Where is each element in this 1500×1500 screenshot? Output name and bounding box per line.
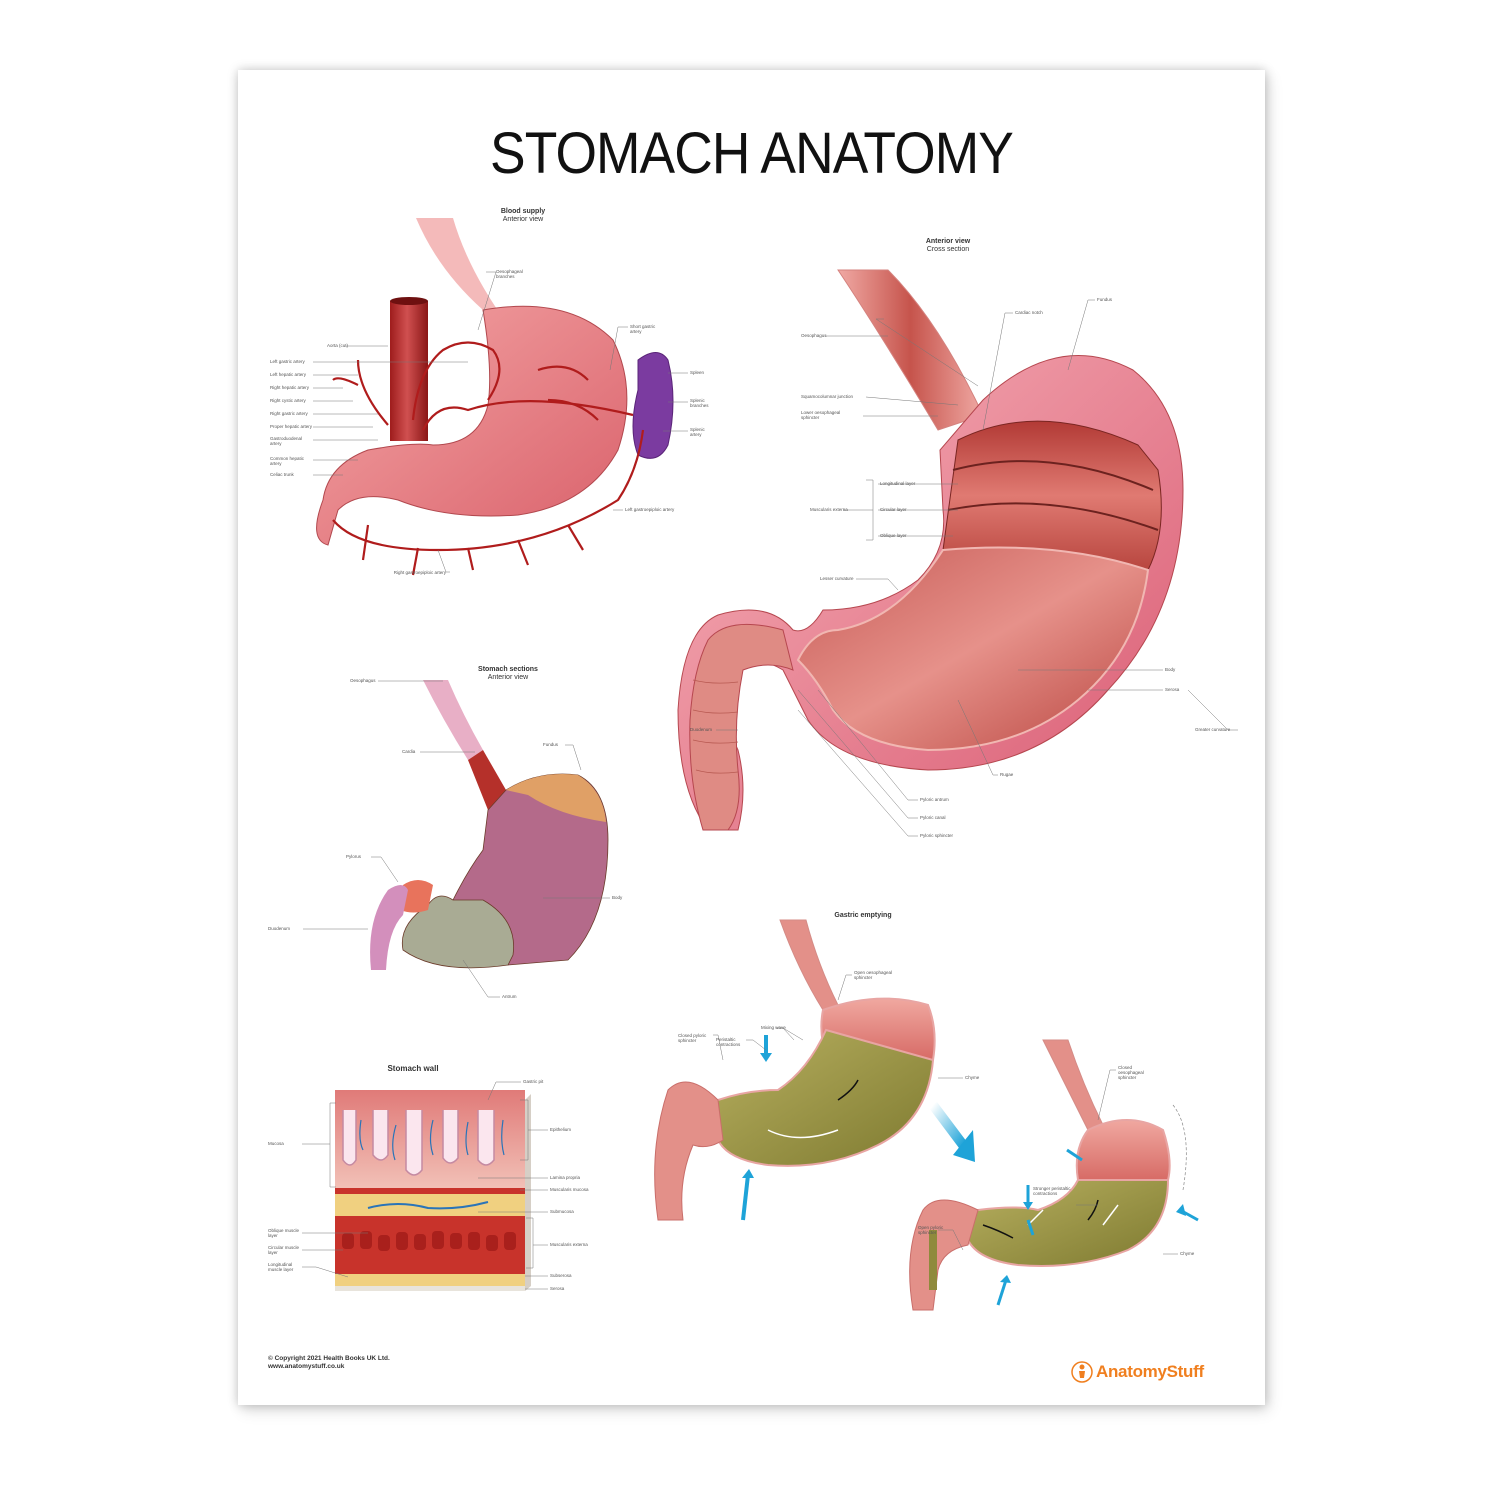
label-mixing-wave: Mixing wave (761, 1025, 786, 1030)
website-link[interactable]: www.anatomystuff.co.uk (268, 1363, 345, 1370)
brand-name: AnatomyStuff (1096, 1362, 1204, 1381)
label-open-oesophageal-sphincter: Open oesophageal sphincter (854, 970, 893, 980)
label-splenic-branches: Splenic branches (690, 398, 709, 408)
label-chyme-second: Chyme (1180, 1251, 1195, 1256)
label-cardiac-notch: Cardiac notch (1015, 310, 1043, 315)
label-fundus: Fundus (1097, 297, 1113, 302)
label-muscularis-mucosa: Muscularis mucosa (550, 1187, 589, 1192)
brand-logo: AnatomyStuff (1071, 1361, 1204, 1383)
label-wall-serosa: Serosa (550, 1286, 565, 1291)
label-splenic-artery: Splenic artery (690, 427, 705, 437)
label-sections-oesophagus: Oesophagus (350, 678, 376, 683)
stomach-wall-title: Stomach wall (387, 1064, 439, 1073)
poster-title: STOMACH ANATOMY (490, 121, 1014, 186)
label-rugae: Rugae (1000, 772, 1014, 777)
label-serosa: Serosa (1165, 687, 1180, 692)
label-mucosa: Mucosa (268, 1141, 284, 1146)
label-oblique-muscle-layer: Oblique muscle layer (268, 1228, 300, 1238)
label-sections-body: Body (612, 895, 623, 900)
label-wall-muscularis-externa: Muscularis externa (550, 1242, 588, 1247)
label-sections-antrum: Antrum (502, 994, 517, 999)
anatomy-figure-icon (1071, 1361, 1093, 1383)
label-lower-oesophageal-sphincter: Lower oesophageal sphincter (801, 410, 841, 420)
label-open-pyloric-sphincter: Open pyloric sphincter (918, 1225, 944, 1235)
gastric-emptying-illustration (654, 919, 1199, 1311)
cross-section-illustration (677, 269, 1238, 837)
label-greater-curvature: Greater curvature (1195, 727, 1231, 732)
label-closed-oesophageal-sphincter: Closed oesophageal sphincter (1118, 1065, 1144, 1080)
copyright-text: © Copyright 2021 Health Books UK Ltd. (268, 1355, 390, 1362)
label-oblique-layer: Oblique layer (880, 533, 907, 538)
label-muscularis-externa: Muscularis externa (810, 507, 848, 512)
label-lesser-curvature: Lesser curvature (820, 576, 854, 581)
label-body: Body (1165, 667, 1176, 672)
label-celiac-trunk: Celiac trunk (270, 472, 294, 477)
label-right-cystic-artery: Right cystic artery (270, 398, 306, 403)
label-spleen: Spleen (690, 370, 705, 375)
label-pyloric-sphincter: Pyloric sphincter (920, 833, 954, 838)
label-gastroduodenal-artery: Gastroduodenal artery (270, 436, 303, 446)
label-left-hepatic-artery: Left hepatic artery (270, 372, 307, 377)
label-submucosa: Submucosa (550, 1209, 574, 1214)
label-closed-pyloric-sphincter: Closed pyloric sphincter (678, 1033, 707, 1043)
label-oesophageal-branches: Oesophageal branches (496, 269, 523, 279)
gastric-emptying-title: Gastric emptying (834, 912, 892, 919)
footer: © Copyright 2021 Health Books UK Ltd. ww… (268, 1355, 390, 1371)
label-left-gastric-artery: Left gastric artery (270, 359, 305, 364)
label-right-hepatic-artery: Right hepatic artery (270, 385, 310, 390)
label-longitudinal-layer: Longitudinal layer (880, 481, 916, 486)
label-pyloric-antrum: Pyloric antrum (920, 797, 949, 802)
stomach-sections-illustration (303, 680, 610, 998)
label-longitudinal-muscle-layer: Longitudinal muscle layer (268, 1262, 294, 1272)
label-chyme-first: Chyme (965, 1075, 980, 1080)
label-sections-duodenum: Duodenum (268, 926, 291, 931)
label-duodenum: Duodenum (690, 727, 713, 732)
label-oesophagus: Oesophagus (801, 333, 827, 338)
label-sections-fundus: Fundus (543, 742, 559, 747)
label-short-gastric-artery: Short gastric artery (630, 324, 656, 334)
label-sections-cardia: Cardia (402, 749, 416, 754)
label-gastric-pit: Gastric pit (523, 1079, 544, 1084)
label-lamina-propria: Lamina propria (550, 1175, 581, 1180)
stomach-wall-illustration (302, 1081, 548, 1291)
label-left-gastroepiploic-artery: Left gastroepiploic artery (625, 507, 675, 512)
label-proper-hepatic-artery: Proper hepatic artery (270, 424, 313, 429)
label-peristaltic-contractions: Peristaltic contractions (716, 1037, 741, 1047)
label-aorta: Aorta (cut) (326, 343, 348, 348)
label-circular-layer: Circular layer (880, 507, 907, 512)
label-right-gastric-artery: Right gastric artery (270, 411, 308, 416)
blood-supply-illustration (313, 218, 688, 576)
label-common-hepatic-artery: Common hepatic artery (270, 456, 305, 466)
label-subserosa: Subserosa (550, 1273, 572, 1278)
label-right-gastroepiploic-artery: Right gastroepiploic artery (393, 570, 446, 575)
label-stronger-peristaltic-contractions: Stronger peristaltic contractions (1033, 1186, 1071, 1196)
label-squamocolumnar-junction: Squamocolumnar junction (801, 394, 854, 399)
label-sections-pylorus: Pylorus (346, 854, 362, 859)
label-pyloric-canal: Pyloric canal (920, 815, 946, 820)
label-epithelium: Epithelium (550, 1127, 572, 1132)
label-circular-muscle-layer: Circular muscle layer (268, 1245, 300, 1255)
